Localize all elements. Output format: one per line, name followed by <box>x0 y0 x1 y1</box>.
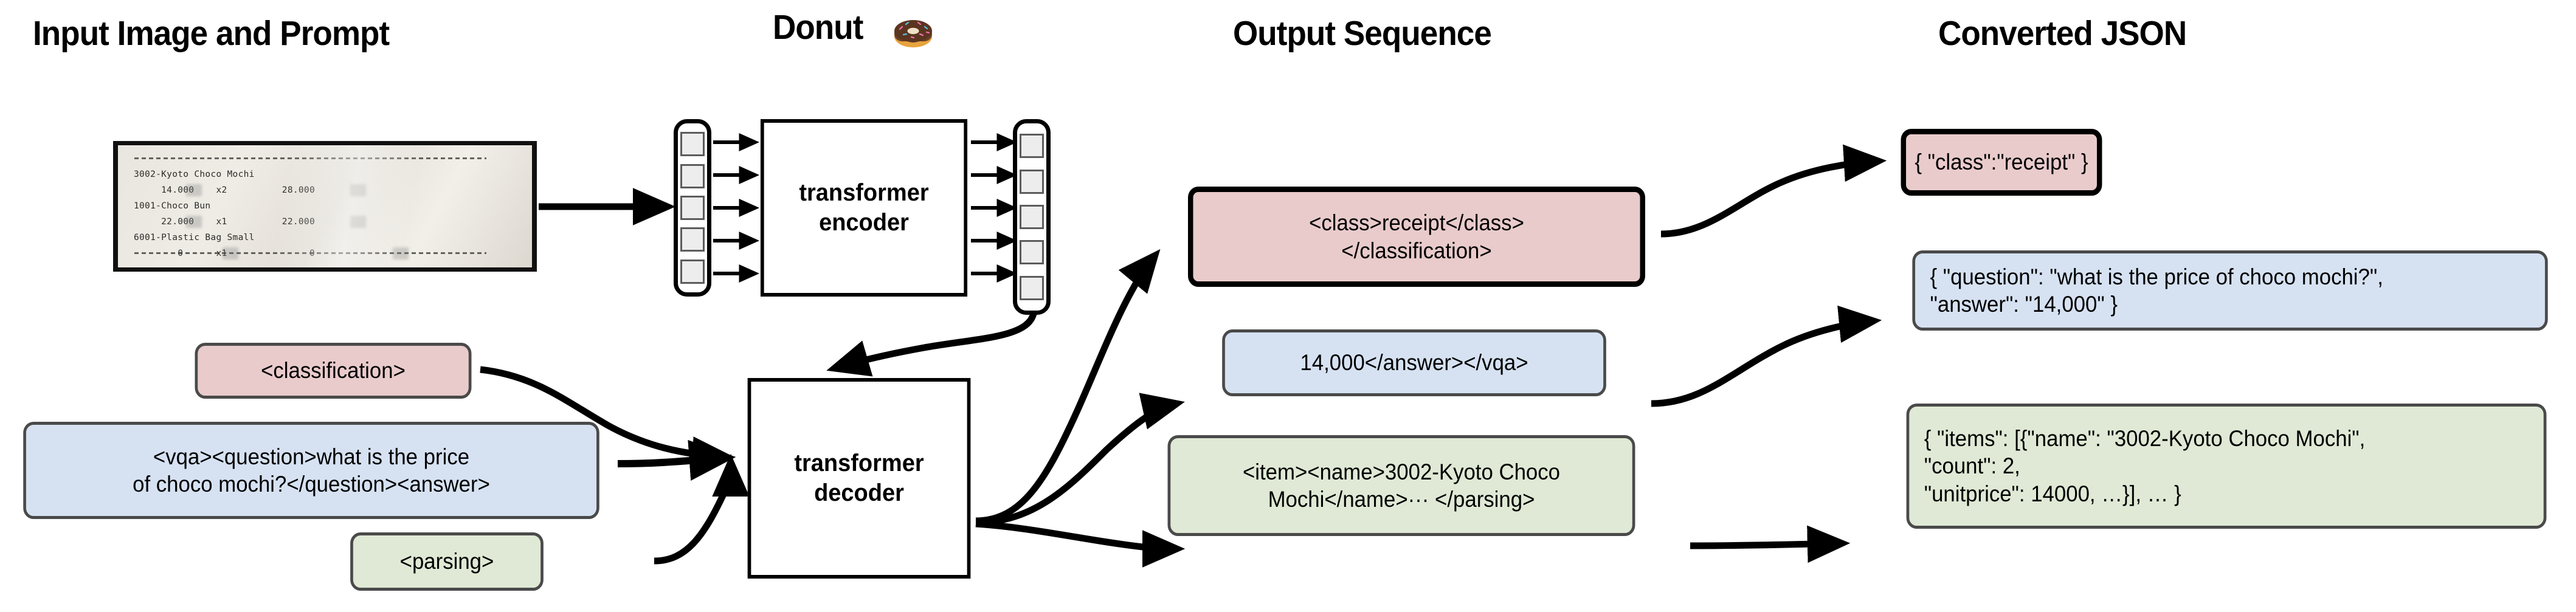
json-box-classification[interactable]: { "class":"receipt" } <box>1901 129 2102 196</box>
encoder-output-token <box>1020 169 1044 194</box>
arrow-vqa-prompt-to-decoder <box>617 439 736 481</box>
receipt-redaction <box>350 216 366 228</box>
transformer-decoder-box: transformer decoder <box>747 378 971 579</box>
prompt-text-parsing: <parsing> <box>399 549 494 574</box>
encoder-output-token <box>1020 204 1044 229</box>
transformer-decoder-label: transformer decoder <box>794 450 924 506</box>
encoder-input-token <box>680 227 705 252</box>
transformer-encoder-label: transformer encoder <box>799 179 929 236</box>
receipt-redaction <box>186 216 202 228</box>
output-text-vqa: 14,000</answer></vqa> <box>1300 350 1528 376</box>
column-title-input: Input Image and Prompt <box>33 14 390 53</box>
output-text-classification: <class>receipt</class> </classification> <box>1309 210 1524 263</box>
json-box-vqa[interactable]: { "question": "what is the price of choc… <box>1912 250 2548 331</box>
column-title-json: Converted JSON <box>1938 14 2187 53</box>
output-text-parsing: <item><name>3002-Kyoto Choco Mochi</name… <box>1242 459 1561 512</box>
prompt-text-classification: <classification> <box>261 358 406 383</box>
receipt-redaction <box>393 247 409 260</box>
arrow-parsing-prompt-to-decoder <box>654 453 750 565</box>
json-text-classification: { "class":"receipt" } <box>1915 150 2088 175</box>
output-box-vqa[interactable]: 14,000</answer></vqa> <box>1222 329 1606 396</box>
column-title-output: Output Sequence <box>1233 14 1492 53</box>
receipt-line-1: 3002-Kyoto Choco Mochi <box>134 170 255 179</box>
receipt-redaction <box>350 184 366 196</box>
receipt-line-4: 22.000 x1 22.000 <box>134 217 315 227</box>
encoder-output-token <box>1020 275 1044 300</box>
encoder-input-token <box>680 259 705 284</box>
output-box-classification[interactable]: <class>receipt</class> </classification> <box>1188 187 1645 287</box>
receipt-line-3: 1001-Choco Bun <box>134 201 211 211</box>
donut-emoji-icon <box>894 20 932 47</box>
encoder-output-token <box>1020 134 1044 159</box>
arrow-decoder-to-output-classification <box>975 249 1161 524</box>
receipt-top-rule <box>134 157 487 159</box>
arrow-classification-prompt-to-decoder <box>480 366 736 474</box>
encoder-input-token <box>680 132 705 157</box>
receipt-line-5: 6001-Plastic Bag Small <box>134 233 255 242</box>
json-text-vqa: { "question": "what is the price of choc… <box>1930 264 2383 317</box>
receipt-line-2: 14.000 x2 28.000 <box>134 185 315 195</box>
output-box-parsing[interactable]: <item><name>3002-Kyoto Choco Mochi</name… <box>1167 435 1635 536</box>
prompt-box-vqa[interactable]: <vqa><question>what is the price of choc… <box>23 422 599 519</box>
receipt-bottom-rule <box>134 252 487 254</box>
encoder-input-token <box>680 163 705 188</box>
encoder-input-token <box>680 195 705 220</box>
arrows-encoder-to-tokens <box>971 132 1018 283</box>
encoder-input-token-strip <box>674 119 711 297</box>
receipt-line-6: 0 x1 0 <box>134 249 315 258</box>
prompt-box-classification[interactable]: <classification> <box>195 343 472 399</box>
arrow-decoder-to-output-parsing <box>975 520 1186 568</box>
encoder-output-token-strip <box>1013 119 1051 315</box>
arrow-output-to-json-vqa <box>1651 305 1882 407</box>
receipt-paper: 3002-Kyoto Choco Mochi 14.000 x2 28.000 … <box>118 145 532 267</box>
arrow-output-to-json-parsing <box>1690 525 1851 563</box>
arrow-decoder-to-output-vqa <box>975 393 1185 526</box>
receipt-redaction <box>223 247 238 260</box>
json-text-parsing: { "items": [{"name": "3002-Kyoto Choco M… <box>1924 426 2366 506</box>
transformer-encoder-box: transformer encoder <box>760 119 968 297</box>
encoder-output-token <box>1020 240 1044 265</box>
arrows-tokens-to-encoder <box>713 132 760 283</box>
receipt-redaction <box>186 184 202 196</box>
json-box-parsing[interactable]: { "items": [{"name": "3002-Kyoto Choco M… <box>1906 404 2547 529</box>
arrow-encoder-to-decoder <box>826 312 1037 377</box>
arrow-output-to-json-classification <box>1660 144 1887 238</box>
prompt-text-vqa: <vqa><question>what is the price of choc… <box>133 444 490 497</box>
input-receipt-image: 3002-Kyoto Choco Mochi 14.000 x2 28.000 … <box>113 141 537 272</box>
column-title-model: Donut <box>773 8 863 47</box>
prompt-box-parsing[interactable]: <parsing> <box>350 532 544 591</box>
